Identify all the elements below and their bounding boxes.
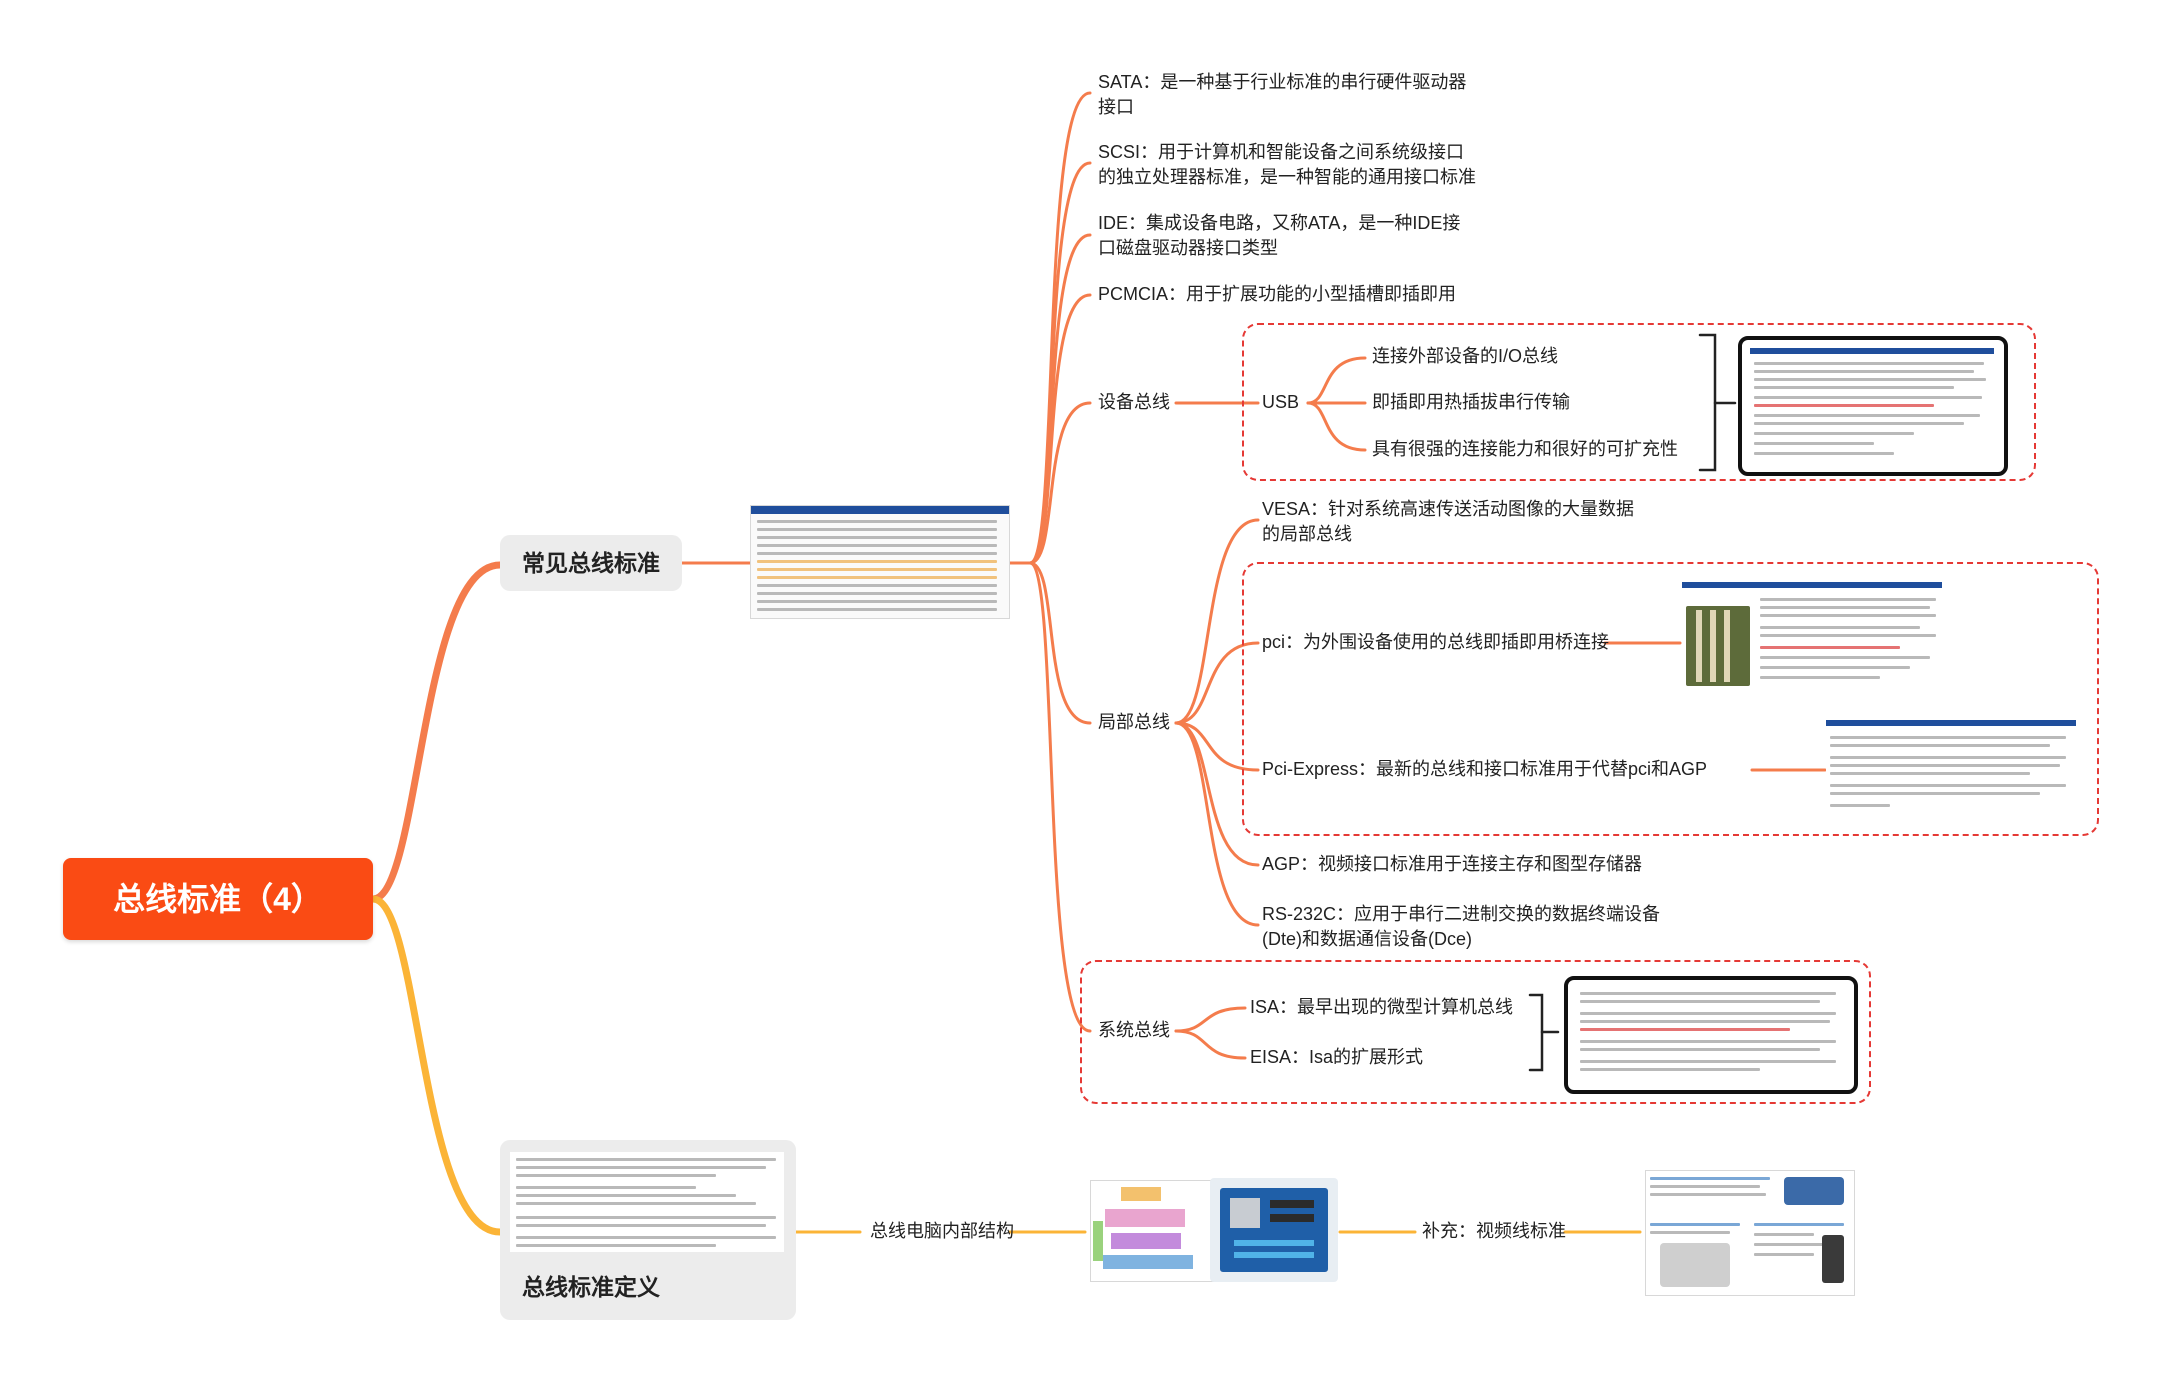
system-bus-group [1080,960,1871,1104]
pcie-node[interactable]: Pci-Express：最新的总线和接口标准用于代替pci和AGP [1262,759,1708,779]
agp-node[interactable]: AGP：视频接口标准用于连接主存和图型存储器 [1262,854,1643,874]
system-bus-notes-image [1564,976,1858,1094]
connector-eisa [1174,1029,1247,1060]
internal-structure-node[interactable]: 总线电脑内部结构 [870,1221,1014,1241]
definition-label: 总线标准定义 [522,1274,660,1300]
isa-node[interactable]: ISA：最早出现的微型计算机总线 [1250,997,1514,1017]
connector-pcie [1174,721,1260,772]
common-bus-standards-node[interactable]: 常见总线标准 [500,535,682,591]
root-node[interactable]: 总线标准（4） [63,858,373,940]
usb-item[interactable]: 即插即用热插拔串行传输 [1372,392,1570,412]
connector-isa [1174,1006,1247,1033]
connector-pcmcia [1028,293,1092,565]
eisa-node[interactable]: EISA：Isa的扩展形式 [1250,1047,1424,1067]
pcie-notes-image [1826,720,2076,820]
pci-notes-image [1682,582,1942,694]
connector-ide [1028,233,1092,565]
rs232-node[interactable]: RS-232C：应用于串行二进制交换的数据终端设备(Dte)和数据通信设备(Dc… [1262,904,1661,949]
usb-notes-image [1738,336,2008,476]
bus-standards-table-image [750,505,1010,619]
usb-item[interactable]: 连接外部设备的I/O总线 [1372,346,1559,366]
motherboard-image [1210,1178,1338,1282]
usb-item[interactable]: 具有很强的连接能力和很好的可扩充性 [1372,439,1678,459]
video-cable-standards-node[interactable]: 补充：视频线标准 [1422,1221,1566,1241]
connector-pci [1174,641,1260,725]
pcmcia-node[interactable]: PCMCIA：用于扩展功能的小型插槽即插即用 [1098,284,1457,304]
local-bus-node[interactable]: 局部总线 [1098,712,1170,732]
local-bus-group [1242,562,2099,836]
connector-vesa [1174,518,1260,725]
connector-root-common [369,561,504,903]
connector-usb-3 [1306,401,1367,452]
definition-notes-image [510,1152,784,1252]
sata-node[interactable]: SATA：是一种基于行业标准的串行硬件驱动器接口 [1098,72,1467,117]
ide-node[interactable]: IDE：集成设备电路，又称ATA，是一种IDE接口磁盘驱动器接口类型 [1098,213,1461,258]
bus-diagram-image [1090,1180,1214,1282]
connector-sata [1028,91,1092,565]
pci-node[interactable]: pci：为外围设备使用的总线即插即用桥连接 [1262,632,1610,652]
bus-standard-definition-node[interactable]: 总线标准定义 [500,1140,796,1320]
connector-usb-1 [1306,356,1367,405]
connector-local-bus [1028,561,1092,725]
connector-system-bus [1028,561,1092,1033]
video-cable-notes-image [1645,1170,1855,1296]
connector-root-definition [369,895,504,1236]
scsi-node[interactable]: SCSI：用于计算机和智能设备之间系统级接口的独立处理器标准，是一种智能的通用接… [1098,142,1476,187]
connector-device-bus [1028,401,1092,565]
device-bus-group [1242,323,2036,481]
device-bus-node[interactable]: 设备总线 [1098,392,1170,412]
vesa-node[interactable]: VESA：针对系统高速传送活动图像的大量数据的局部总线 [1262,499,1635,544]
connector-rs232 [1174,721,1260,927]
usb-node[interactable]: USB [1262,392,1300,412]
connector-agp [1174,721,1260,867]
system-bus-node[interactable]: 系统总线 [1098,1020,1170,1040]
